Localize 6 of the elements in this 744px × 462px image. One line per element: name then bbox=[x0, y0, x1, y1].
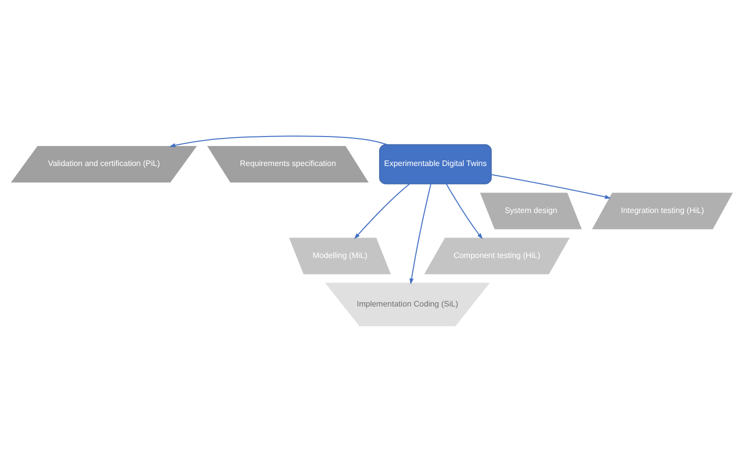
arrow bbox=[410, 184, 432, 284]
arrow bbox=[491, 174, 611, 199]
arrow bbox=[446, 184, 483, 240]
arrow bbox=[169, 136, 388, 148]
arrow bbox=[354, 184, 410, 240]
node-box: Experimentable Digital Twins bbox=[379, 144, 492, 184]
